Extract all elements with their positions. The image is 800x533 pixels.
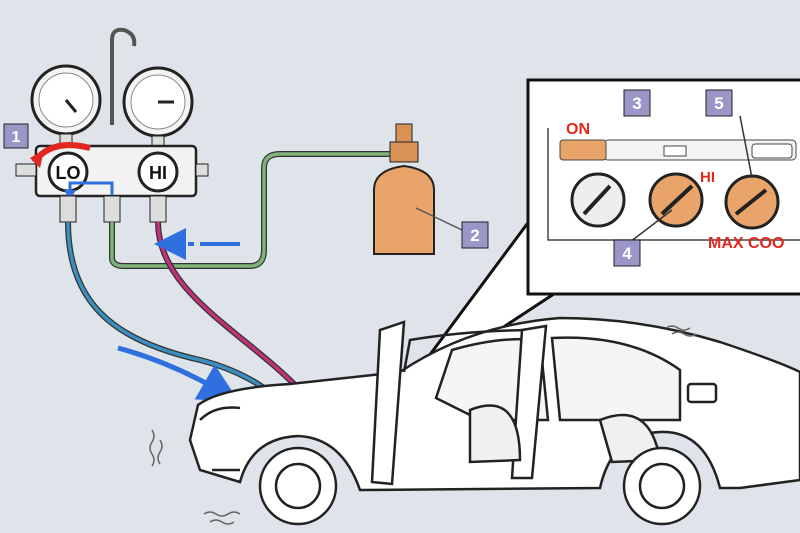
svg-text:1: 1 bbox=[12, 129, 21, 146]
svg-text:3: 3 bbox=[632, 94, 641, 113]
svg-text:2: 2 bbox=[470, 226, 479, 245]
callout-3: 3 bbox=[623, 89, 651, 117]
svg-text:4: 4 bbox=[622, 244, 632, 263]
flow-to-car-arrow bbox=[117, 345, 240, 402]
manifold-hook bbox=[110, 27, 137, 125]
high-pressure-gauge bbox=[122, 66, 194, 151]
hi-fan-label: HI bbox=[700, 169, 715, 186]
vibration-marks bbox=[149, 325, 697, 525]
callout-1: 1 bbox=[3, 123, 29, 149]
callout-4: 4 bbox=[613, 239, 641, 267]
refrigerant-canister bbox=[373, 123, 435, 255]
hi-label: HI bbox=[149, 163, 167, 183]
callout-2: 2 bbox=[461, 221, 489, 249]
callout-5: 5 bbox=[705, 89, 733, 117]
hi-valve-knob[interactable] bbox=[137, 151, 179, 193]
high-side-hose bbox=[155, 221, 298, 388]
ac-on-button[interactable] bbox=[559, 139, 607, 161]
on-label: ON bbox=[566, 121, 590, 138]
svg-text:5: 5 bbox=[714, 94, 723, 113]
low-pressure-gauge bbox=[30, 64, 102, 149]
car-illustration bbox=[188, 316, 800, 526]
max-cool-label: MAX COO bbox=[708, 235, 784, 252]
internal-flow-arrow bbox=[68, 181, 114, 205]
lo-label: LO bbox=[56, 163, 81, 183]
